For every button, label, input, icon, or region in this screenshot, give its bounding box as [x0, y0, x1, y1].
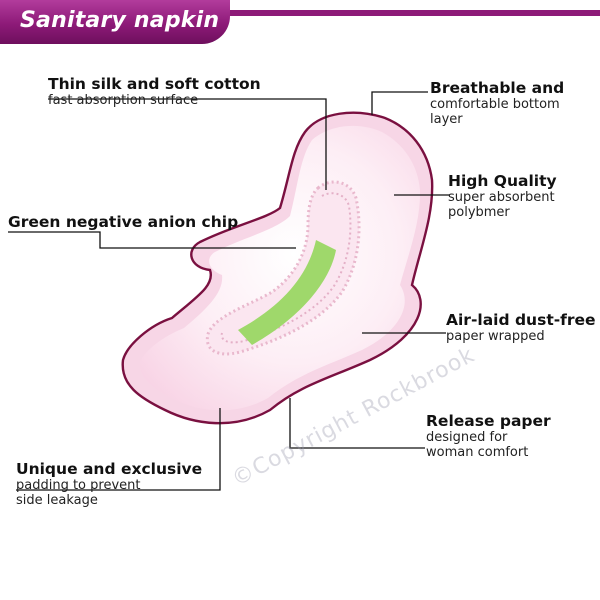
header-rule: [0, 10, 600, 16]
label-quality-title: High Quality: [448, 172, 557, 190]
label-anion-title: Green negative anion chip: [8, 213, 239, 231]
label-release-desc-2: woman comfort: [426, 444, 529, 460]
label-breathable-desc-1: comfortable bottom: [430, 96, 560, 112]
header-tab: [0, 0, 230, 44]
leader-breathable: [371, 91, 428, 115]
label-airlaid-desc-1: paper wrapped: [446, 328, 545, 344]
label-silk: Thin silk and soft cotton fast absorptio…: [48, 75, 261, 109]
leader-unique: [16, 408, 221, 491]
label-release-title: Release paper: [426, 412, 551, 430]
label-release: Release paper designed for woman comfort: [426, 412, 551, 461]
absorbent-core: [205, 180, 361, 356]
label-airlaid: Air-laid dust-free paper wrapped: [446, 311, 596, 345]
label-silk-title: Thin silk and soft cotton: [48, 75, 261, 93]
leader-lines: [8, 91, 450, 491]
label-airlaid-title: Air-laid dust-free: [446, 311, 596, 329]
label-breathable-desc-2: layer: [430, 111, 463, 127]
label-unique-desc-2: side leakage: [16, 492, 98, 508]
pad-inner-surface: [139, 125, 421, 411]
leader-anion: [8, 231, 296, 249]
label-quality: High Quality super absorbent polybmer: [448, 172, 557, 221]
label-silk-desc-1: fast absorption surface: [48, 92, 199, 108]
leader-silk: [48, 98, 327, 190]
label-quality-desc-2: polybmer: [448, 204, 510, 220]
anion-chip: [238, 240, 336, 345]
label-unique: Unique and exclusive padding to prevent …: [16, 460, 203, 509]
label-breathable-title: Breathable and: [430, 79, 565, 97]
label-unique-desc-1: padding to prevent: [16, 477, 141, 493]
label-release-desc-1: designed for: [426, 429, 508, 445]
label-anion: Green negative anion chip: [8, 213, 239, 232]
leader-release: [289, 398, 425, 449]
label-quality-desc-1: super absorbent: [448, 189, 555, 205]
label-unique-title: Unique and exclusive: [16, 460, 203, 478]
page-title: Sanitary napkin: [20, 8, 220, 33]
core-inner-stitching: [220, 192, 352, 344]
label-breathable: Breathable and comfortable bottom layer: [430, 79, 565, 128]
